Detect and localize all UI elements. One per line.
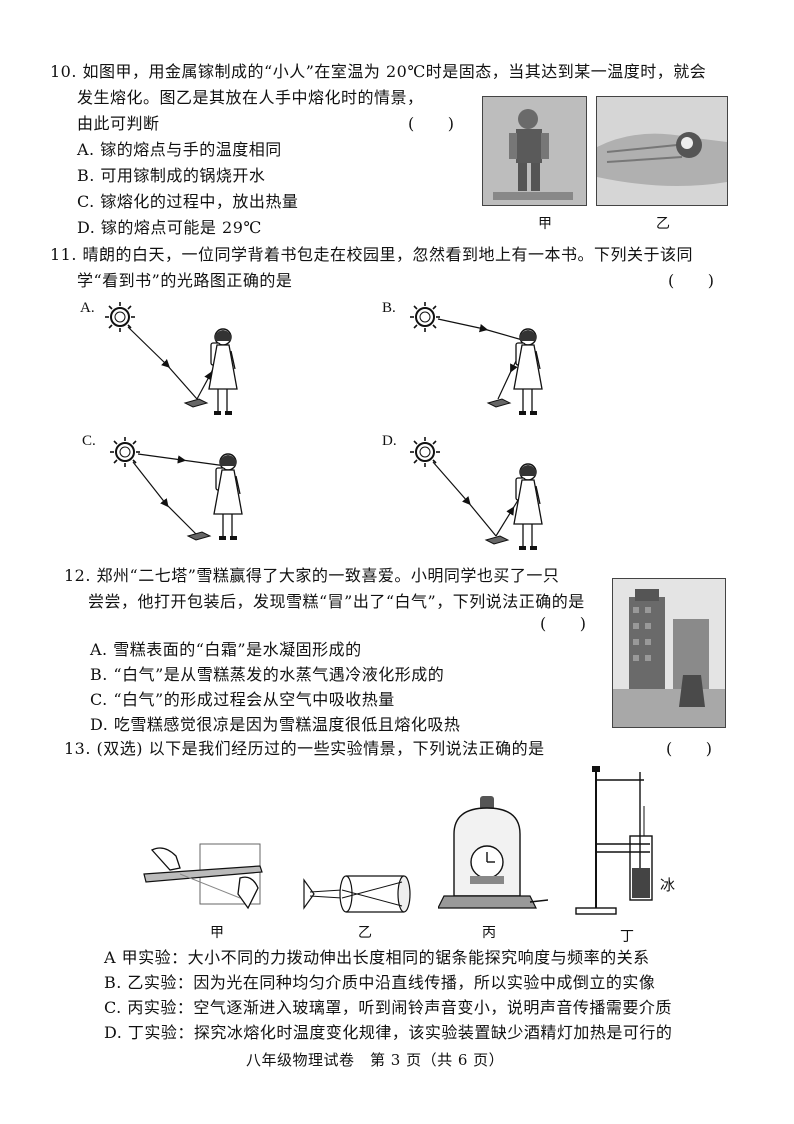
bell-jar-experiment [438,796,548,909]
q10-option-c: C. 镓熔化的过程中，放出热量 [77,192,299,211]
gallium-figure-photo [482,96,587,206]
q12-option-c: C. “白气”的形成过程会从空气中吸收热量 [90,690,395,709]
q10-caption-jia: 甲 [538,216,552,232]
q12-line2: 尝尝，他打开包装后，发现雪糕“冒”出了“白气”，下列说法正确的是 [88,592,585,611]
q13-caption-bing: 丙 [482,925,496,941]
q13-caption-jia: 甲 [210,925,224,941]
q12-line1: 12. 郑州“二七塔”雪糕赢得了大家的一致喜爱。小明同学也买了一只 [64,566,560,585]
melting-hand-photo [596,96,728,206]
q11-line1: 11. 晴朗的白天，一位同学背着书包走在校园里，忽然看到地上有一本书。下列关于该… [50,245,694,264]
q10-line1: 10. 如图甲，用金属镓制成的“小人”在室温为 20℃时是固态，当其达到某一温度… [50,62,707,81]
q10-option-d: D. 镓的熔点可能是 29℃ [77,218,262,237]
q11-label-c: C. [82,433,96,449]
q11-label-a: A. [80,300,95,316]
q13-caption-yi: 乙 [358,925,372,941]
ice-label: 冰 [660,876,676,894]
ice-melting-apparatus [575,766,653,915]
q12-option-d: D. 吃雪糕感觉很凉是因为雪糕温度很低且熔化吸热 [90,715,461,734]
q11-diagram-d [409,436,543,551]
q11-diagram-a [104,301,238,416]
q13-option-d: D. 丁实验：探究冰熔化时温度变化规律，该实验装置缺少酒精灯加热是可行的 [104,1023,673,1042]
q11-line2: 学“看到书”的光路图正确的是 [77,271,293,290]
q13-option-c: C. 丙实验：空气逐渐进入玻璃罩，听到闹铃声音变小，说明声音传播需要介质 [104,998,672,1017]
q11-diagram-b [409,301,543,416]
q13-option-a: A 甲实验：大小不同的力拨动伸出长度相同的锯条能探究响度与频率的关系 [104,948,650,967]
q13-line1: 13. (双选) 以下是我们经历过的一些实验情景，下列说法正确的是 [64,739,545,758]
q10-answer-paren: ( ) [408,114,455,133]
q10-option-b: B. 可用镓制成的锅烧开水 [77,166,266,185]
q11-label-b: B. [382,300,396,316]
q11-answer-paren: ( ) [668,271,715,290]
q12-option-b: B. “白气”是从雪糕蒸发的水蒸气遇冷液化形成的 [90,665,445,684]
q10-line3: 由此可判断 [77,114,160,133]
q12-option-a: A. 雪糕表面的“白霜”是水凝固形成的 [90,640,362,659]
saw-blade-experiment [143,843,263,910]
pinhole-camera-experiment [303,875,411,913]
q10-line2: 发生熔化。图乙是其放在人手中熔化时的情景， [77,88,424,107]
q13-option-b: B. 乙实验：因为光在同种均匀介质中沿直线传播，所以实验中成倒立的实像 [104,973,656,992]
q13-caption-ding: 丁 [620,929,634,945]
q10-option-a: A. 镓的熔点与手的温度相同 [77,140,282,159]
q13-answer-paren: ( ) [666,739,713,758]
q12-answer-paren: ( ) [540,614,587,633]
erqi-tower-photo [612,578,726,728]
q11-label-d: D. [382,433,397,449]
q10-caption-yi: 乙 [656,216,670,232]
q11-diagram-c [109,436,243,541]
page-footer: 八年级物理试卷 第 3 页（共 6 页） [246,1051,505,1069]
